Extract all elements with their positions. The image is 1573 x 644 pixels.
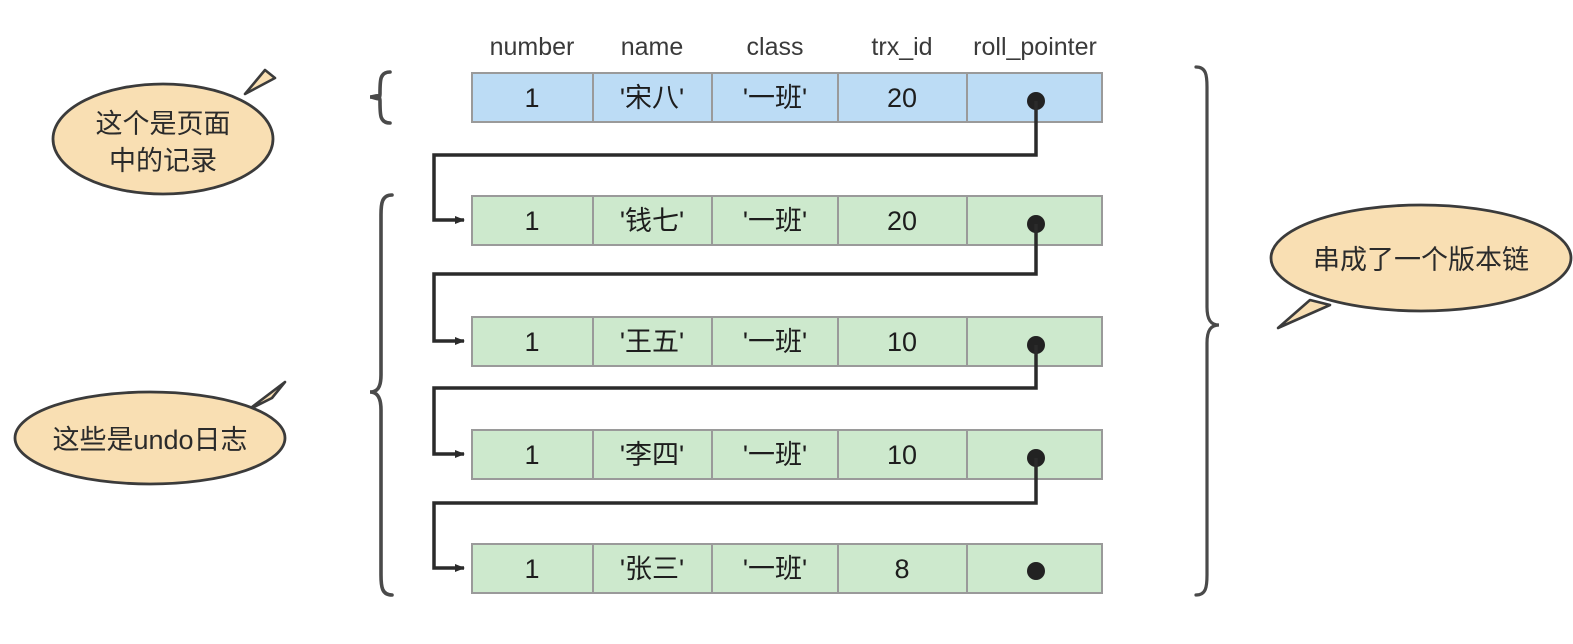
- cell-value-class: '一班': [743, 554, 807, 584]
- cell-value-name: '张三': [620, 554, 684, 584]
- table-row-page-record[interactable]: 1 '宋八' '一班' 20: [471, 72, 1103, 123]
- cell-value-trx-id: 10: [887, 440, 917, 470]
- cell-value-class: '一班': [743, 83, 807, 113]
- page-record-brace: [369, 70, 392, 125]
- connector-row1-to-row2: [432, 224, 1038, 345]
- version-chain-brace: [1194, 65, 1220, 597]
- callout-bubble: [1269, 203, 1573, 313]
- column-header-class: class: [747, 33, 804, 61]
- connector-row3-to-row4: [432, 458, 1038, 572]
- column-header-roll-pointer: roll_pointer: [973, 33, 1097, 61]
- cell-value-trx-id: 10: [887, 327, 917, 357]
- cell-value-name: '李四': [620, 440, 684, 470]
- cell-number: [471, 429, 594, 480]
- connector-row0-to-row1: [432, 101, 1038, 224]
- cell-value-trx-id: 20: [887, 206, 917, 236]
- table-row-undo-log-1[interactable]: 1 '钱七' '一班' 20: [471, 195, 1103, 246]
- table-row-undo-log-3[interactable]: 1 '李四' '一班' 10: [471, 429, 1103, 480]
- cell-trx-id: [837, 543, 968, 594]
- cell-value-class: '一班': [743, 206, 807, 236]
- cell-value-number: 1: [524, 327, 539, 357]
- cell-value-number: 1: [524, 206, 539, 236]
- callout-tail: [1276, 298, 1332, 330]
- cell-value-trx-id: 8: [894, 554, 909, 584]
- cell-class: [711, 316, 839, 367]
- cell-value-name: '宋八': [620, 83, 684, 113]
- cell-class: [711, 72, 839, 123]
- cell-value-number: 1: [524, 554, 539, 584]
- callout-line-2: 中的记录: [109, 146, 217, 176]
- callout-tail: [246, 380, 287, 412]
- cell-name: [592, 195, 713, 246]
- connector-row2-to-row3: [432, 345, 1038, 458]
- cell-value-class: '一班': [743, 327, 807, 357]
- cell-number: [471, 543, 594, 594]
- column-header-trx-id: trx_id: [871, 33, 932, 61]
- cell-value-name: '王五': [620, 327, 684, 357]
- page-record-callout[interactable]: 这个是页面 中的记录: [51, 68, 277, 196]
- cell-class: [711, 429, 839, 480]
- callout-line-1: 串成了一个版本链: [1313, 245, 1529, 275]
- undo-log-callout[interactable]: 这些是undo日志: [13, 380, 287, 486]
- roll-pointer-dot-icon: [1027, 562, 1045, 580]
- table-row-undo-log-4[interactable]: 1 '张三' '一班' 8: [471, 543, 1103, 594]
- cell-class: [711, 195, 839, 246]
- cell-name: [592, 543, 713, 594]
- column-header-name: name: [621, 33, 684, 61]
- callout-line-1: 这个是页面: [96, 109, 231, 139]
- undo-log-brace: [369, 193, 394, 597]
- callout-bubble: [13, 390, 287, 486]
- table-row-undo-log-2[interactable]: 1 '王五' '一班' 10: [471, 316, 1103, 367]
- cell-value-class: '一班': [743, 440, 807, 470]
- cell-number: [471, 72, 594, 123]
- cell-number: [471, 316, 594, 367]
- callout-tail: [243, 68, 277, 96]
- callout-line-1: 这些是undo日志: [52, 425, 247, 455]
- cell-trx-id: [837, 195, 968, 246]
- cell-class: [711, 543, 839, 594]
- column-header-number: number: [490, 33, 575, 61]
- table-header-row: number name class trx_id roll_pointer: [490, 33, 1097, 61]
- cell-name: [592, 316, 713, 367]
- version-chain-callout[interactable]: 串成了一个版本链: [1269, 203, 1573, 330]
- cell-number: [471, 195, 594, 246]
- cell-value-name: '钱七': [620, 206, 684, 236]
- cell-name: [592, 72, 713, 123]
- cell-value-number: 1: [524, 83, 539, 113]
- callout-bubble: [51, 82, 275, 196]
- cell-value-trx-id: 20: [887, 83, 917, 113]
- cell-trx-id: [837, 429, 968, 480]
- cell-value-number: 1: [524, 440, 539, 470]
